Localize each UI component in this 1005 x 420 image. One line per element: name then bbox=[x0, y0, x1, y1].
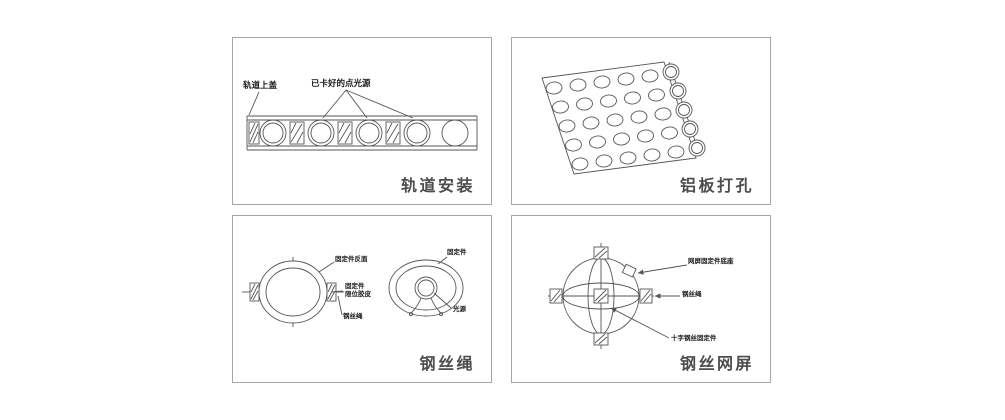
label-fixture-limit-line2: 限位胶皮 bbox=[345, 290, 371, 299]
ring-fixture-diagram bbox=[242, 256, 464, 327]
label-fixture-back: 固定件反面 bbox=[335, 255, 368, 263]
label-mesh-fixture-base: 网屏固定件底座 bbox=[688, 257, 734, 265]
label-mesh-wire-rope: 钢丝绳 bbox=[682, 290, 702, 298]
track-diagram bbox=[246, 89, 478, 151]
panel-wire-rope: 固定件反面 固定件 限位胶皮 钢丝绳 固定件 光源 钢丝绳 bbox=[232, 215, 492, 383]
label-light-source: 光源 bbox=[453, 305, 466, 313]
label-fixture-limit: 固定件 限位胶皮 bbox=[345, 282, 371, 298]
label-fixture-limit-line1: 固定件 bbox=[345, 282, 365, 290]
mesh-sphere-diagram bbox=[548, 243, 688, 349]
panel-aluminum-drilling: 铝板打孔 bbox=[511, 37, 771, 205]
label-fixture-front: 固定件 bbox=[447, 248, 467, 256]
panel-title-aluminum-drilling: 铝板打孔 bbox=[679, 176, 754, 195]
label-clipped-point-lights: 已卡好的点光源 bbox=[311, 79, 371, 89]
panel-grid: 轨道上盖 已卡好的点光源 轨道安装 bbox=[232, 37, 771, 383]
label-track-top-cover: 轨道上盖 bbox=[243, 81, 278, 91]
panel-title-track-install: 轨道安装 bbox=[400, 176, 475, 195]
panel-title-wire-mesh-screen: 钢丝网屏 bbox=[679, 354, 754, 373]
panel-title-wire-rope: 钢丝绳 bbox=[419, 354, 475, 373]
label-wire-rope: 钢丝绳 bbox=[343, 312, 363, 320]
label-cross-wire-fixture: 十字钢丝固定件 bbox=[671, 334, 717, 342]
panel-wire-mesh-screen: 网屏固定件底座 钢丝绳 十字钢丝固定件 钢丝网屏 bbox=[511, 215, 771, 383]
panel-track-install: 轨道上盖 已卡好的点光源 轨道安装 bbox=[232, 37, 492, 205]
perforated-plate-diagram bbox=[541, 61, 706, 175]
